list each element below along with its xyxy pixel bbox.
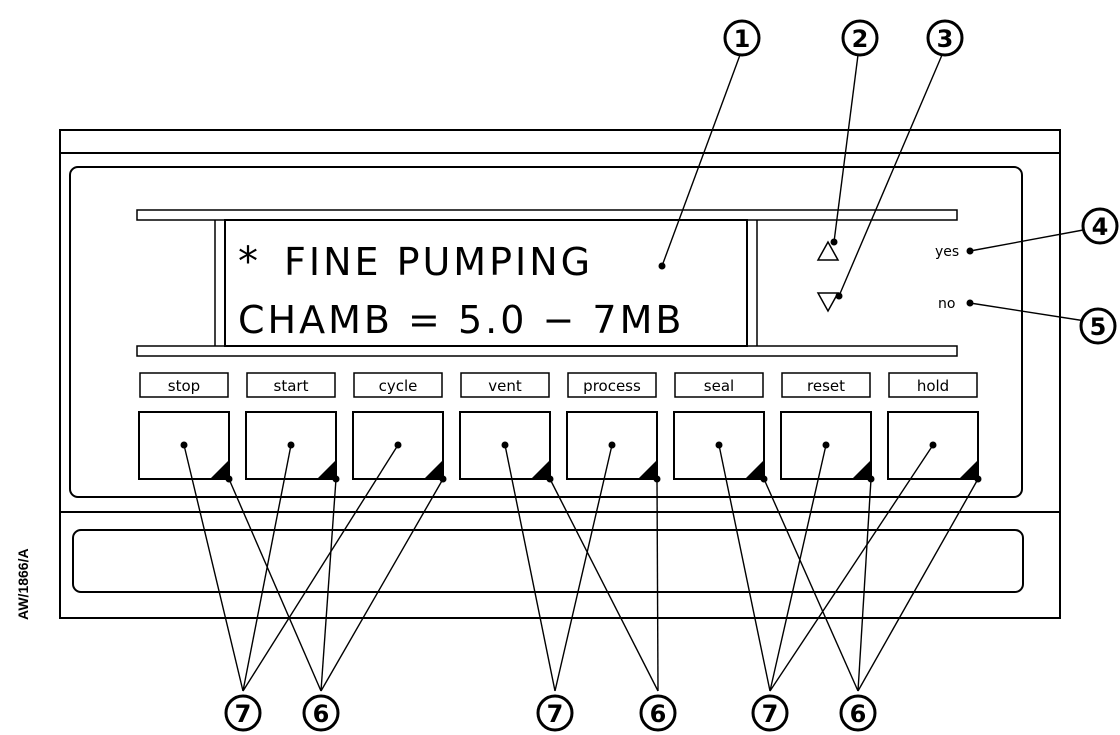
display-rail-top [136, 209, 958, 221]
key-label-box [781, 372, 871, 398]
key-seal[interactable]: seal [673, 372, 768, 483]
keypad: stop start cycle vent process seal reset hold [138, 372, 982, 483]
yes-label: yes [935, 244, 959, 260]
key-button[interactable] [673, 411, 765, 480]
callout-4: 4 [1081, 207, 1119, 245]
key-label: process [583, 377, 641, 395]
key-label-box [139, 372, 229, 398]
led-indicator-icon [745, 460, 764, 479]
display-mark: * [238, 239, 258, 285]
key-label-box [460, 372, 550, 398]
svg-text:1: 1 [734, 25, 751, 53]
led-indicator-icon [531, 460, 550, 479]
key-label-box [674, 372, 764, 398]
housing-outline [59, 129, 1061, 619]
svg-text:6: 6 [650, 700, 667, 728]
key-label: vent [488, 377, 522, 395]
callout-leaders [183, 54, 1095, 692]
no-label: no [938, 296, 955, 312]
key-vent[interactable]: vent [459, 372, 554, 483]
callout-7: 7 [751, 694, 789, 732]
key-label: hold [917, 377, 949, 395]
drawing-reference: AW/1866/A [15, 548, 31, 620]
key-label-box [246, 372, 336, 398]
lower-recess [72, 529, 1024, 593]
svg-text:6: 6 [313, 700, 330, 728]
front-panel-outline [69, 166, 1023, 498]
svg-text:6: 6 [850, 700, 867, 728]
key-button[interactable] [780, 411, 872, 480]
key-label: cycle [379, 377, 418, 395]
callout-6: 6 [639, 694, 677, 732]
callout-6: 6 [839, 694, 877, 732]
key-label-box [353, 372, 443, 398]
key-button[interactable] [245, 411, 337, 480]
triangle-down-icon[interactable] [816, 292, 840, 313]
key-cycle[interactable]: cycle [352, 372, 447, 483]
callout-2: 2 [841, 19, 879, 57]
display-line-2: CHAMB = 5.0 − 7MB [238, 298, 684, 342]
display-rail-bottom [136, 345, 958, 357]
key-stop[interactable]: stop [138, 372, 233, 483]
led-indicator-icon [959, 460, 978, 479]
key-button[interactable] [566, 411, 658, 480]
callout-3: 3 [926, 19, 964, 57]
key-label-box [888, 372, 978, 398]
bottom-callouts: 7 6 7 6 7 6 [224, 694, 877, 732]
svg-text:2: 2 [852, 25, 869, 53]
led-indicator-icon [852, 460, 871, 479]
key-button[interactable] [138, 411, 230, 480]
led-indicator-icon [210, 460, 229, 479]
svg-text:7: 7 [547, 700, 564, 728]
key-start[interactable]: start [245, 372, 340, 483]
svg-text:7: 7 [235, 700, 252, 728]
key-label-box [567, 372, 657, 398]
svg-text:3: 3 [937, 25, 954, 53]
key-hold[interactable]: hold [887, 372, 982, 483]
key-process[interactable]: process [566, 372, 661, 483]
key-label: reset [807, 377, 845, 395]
callout-5: 5 [1079, 307, 1117, 345]
callout-7: 7 [224, 694, 262, 732]
callout-6: 6 [302, 694, 340, 732]
key-button[interactable] [459, 411, 551, 480]
key-label: stop [168, 377, 200, 395]
lcd-display: * FINE PUMPING CHAMB = 5.0 − 7MB [214, 219, 758, 347]
svg-text:7: 7 [762, 700, 779, 728]
callout-1: 1 [723, 19, 761, 57]
led-indicator-icon [638, 460, 657, 479]
callout-7: 7 [536, 694, 574, 732]
led-indicator-icon [424, 460, 443, 479]
key-label: start [274, 377, 309, 395]
key-button[interactable] [887, 411, 979, 480]
display-line-1: FINE PUMPING [284, 240, 593, 284]
svg-text:4: 4 [1092, 213, 1109, 241]
key-button[interactable] [352, 411, 444, 480]
svg-text:5: 5 [1090, 313, 1107, 341]
triangle-up-icon[interactable] [816, 240, 840, 261]
key-label: seal [704, 377, 734, 395]
key-reset[interactable]: reset [780, 372, 875, 483]
led-indicator-icon [317, 460, 336, 479]
